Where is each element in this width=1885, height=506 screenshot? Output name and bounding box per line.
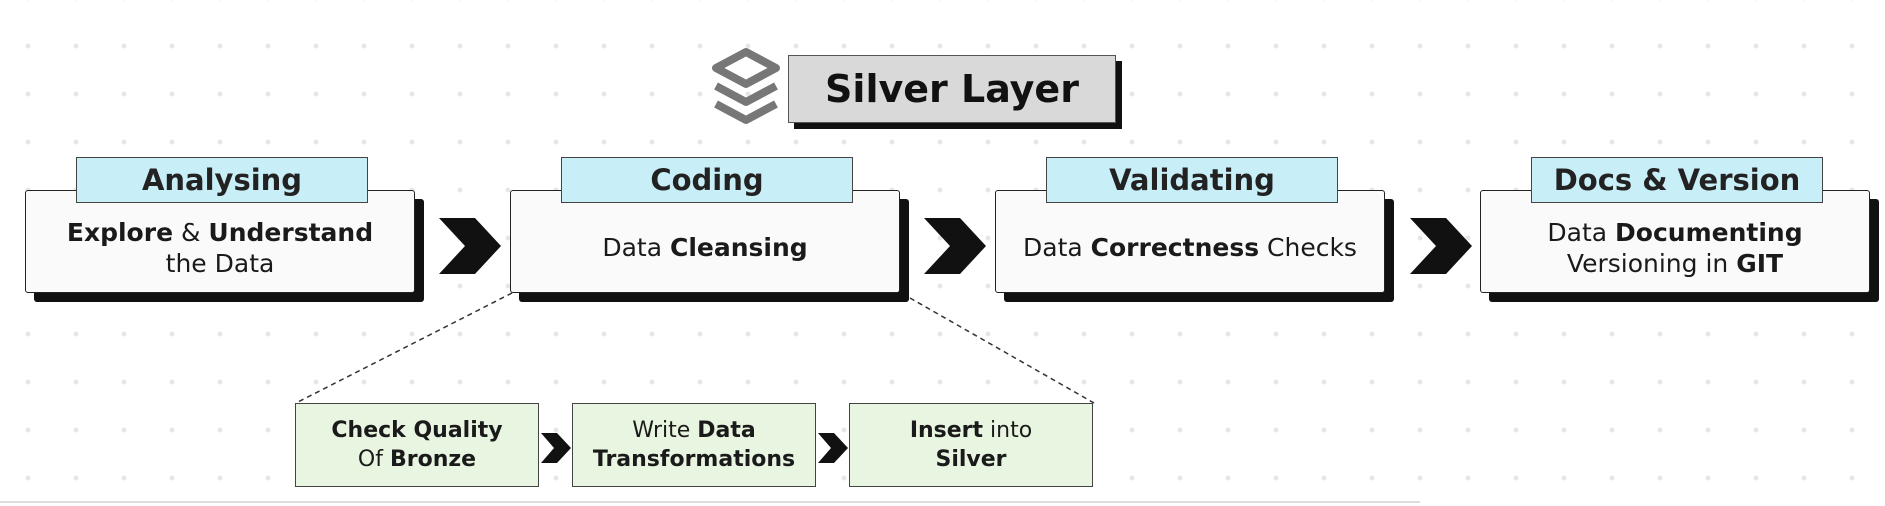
- text-segment: Of: [357, 447, 390, 472]
- text-segment: &: [173, 217, 209, 247]
- stage-label: Validating: [1046, 157, 1338, 203]
- chevron-right-icon: [818, 433, 848, 463]
- text-segment: Silver: [935, 447, 1007, 472]
- stage-description: Data Correctness Checks: [1023, 232, 1357, 263]
- text-segment: Data: [697, 418, 756, 443]
- layers-stack-icon: [712, 48, 780, 124]
- chevron-right-icon: [924, 218, 986, 274]
- stage-card: Data Correctness Checks: [995, 190, 1385, 293]
- stage-label: Docs & Version: [1531, 157, 1823, 203]
- text-segment: the Data: [165, 248, 275, 278]
- page-title: Silver Layer: [788, 55, 1116, 123]
- text-segment: Documenting: [1615, 217, 1803, 247]
- text-segment: Data: [1547, 217, 1616, 247]
- text-segment: Data: [602, 233, 670, 262]
- divider: [0, 501, 1420, 503]
- stage-label: Coding: [561, 157, 853, 203]
- text-segment: Versioning in: [1566, 248, 1737, 278]
- text-segment: Transformations: [592, 447, 796, 472]
- text-segment: Correctness: [1090, 233, 1260, 262]
- chevron-right-icon: [439, 218, 501, 274]
- text-segment: Data: [1023, 233, 1091, 262]
- text-segment: Explore: [66, 217, 174, 247]
- stage-label: Analysing: [76, 157, 368, 203]
- text-segment: Bronze: [389, 447, 477, 472]
- text-segment: Checks: [1259, 233, 1357, 262]
- text-segment: GIT: [1736, 248, 1784, 278]
- text-segment: Check Quality: [331, 418, 503, 443]
- text-segment: Understand: [208, 217, 374, 247]
- stage-description: Data Cleansing: [602, 232, 807, 263]
- text-segment: into: [983, 418, 1033, 443]
- text-segment: Insert: [909, 418, 984, 443]
- text-segment: Write: [632, 418, 698, 443]
- chevron-right-icon: [1410, 218, 1472, 274]
- stage-card: Data Cleansing: [510, 190, 900, 293]
- chevron-right-icon: [541, 433, 571, 463]
- text-segment: Cleansing: [669, 233, 808, 262]
